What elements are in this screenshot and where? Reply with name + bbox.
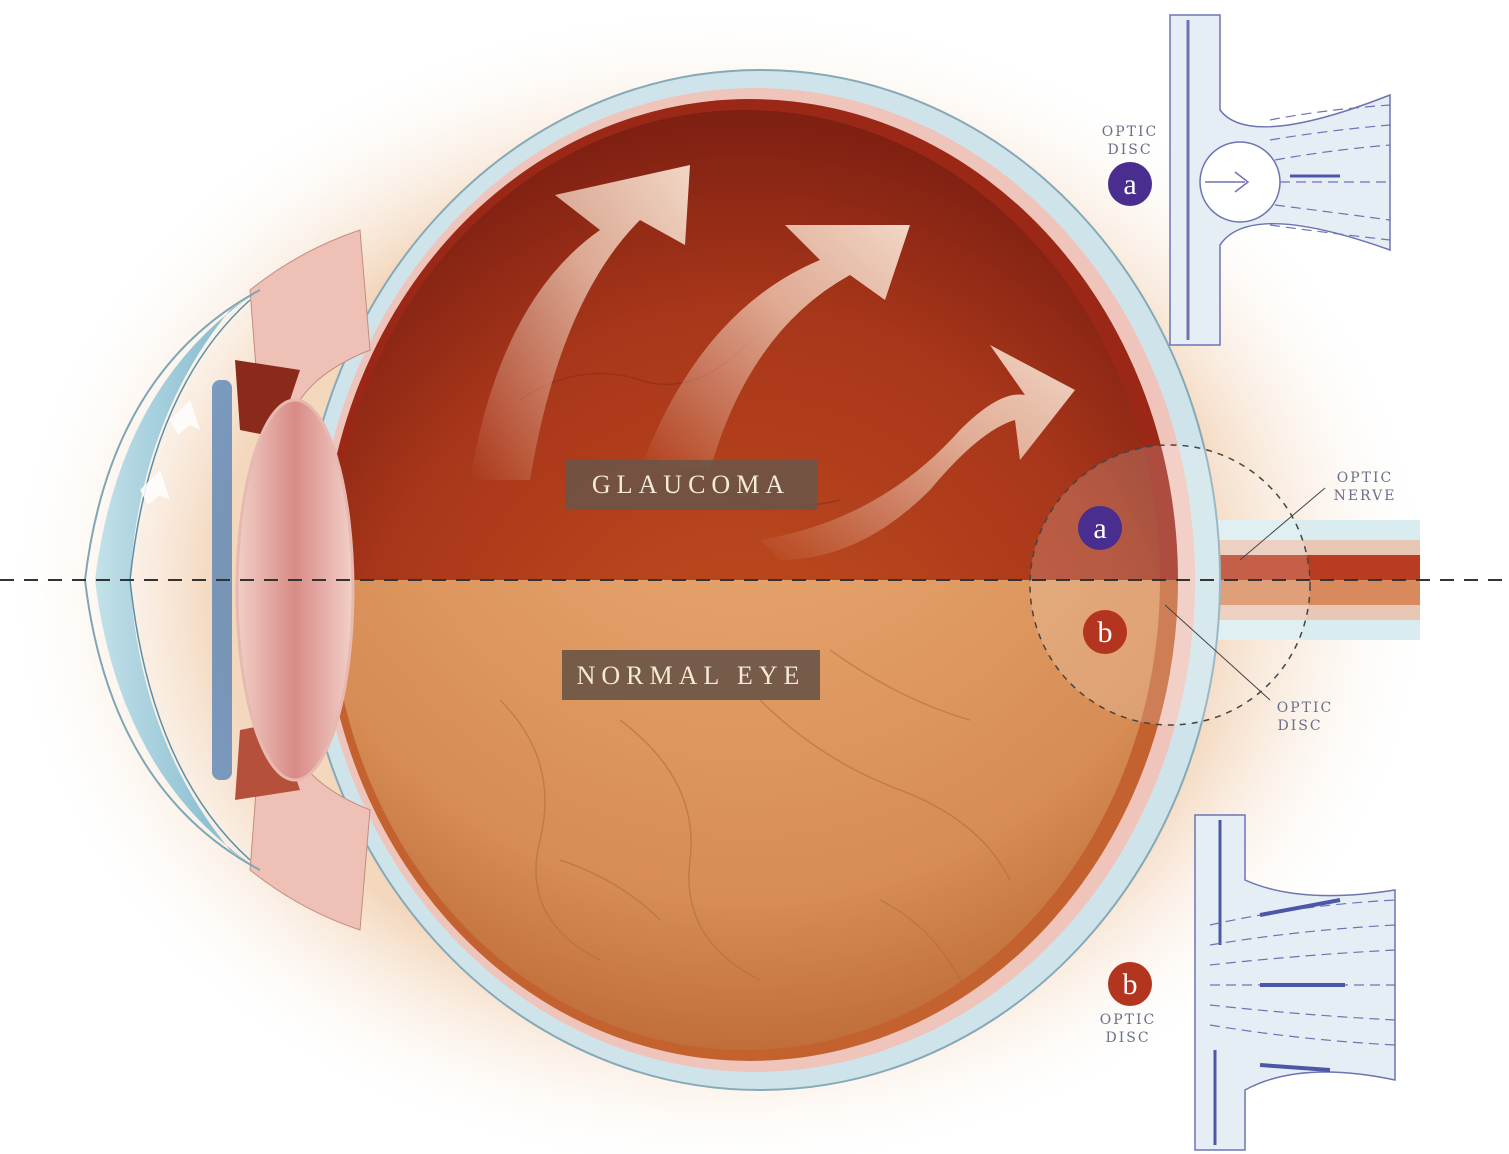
badge-b-eye: b: [1083, 610, 1127, 654]
optic-disc-magnifier: [1030, 445, 1310, 725]
badge-a-inset: a: [1108, 162, 1152, 206]
svg-text:a: a: [1123, 168, 1136, 201]
optic-disc-b-label-1: OPTIC: [1100, 1012, 1156, 1028]
optic-disc-b-label-2: DISC: [1105, 1030, 1150, 1046]
badge-a-eye: a: [1078, 506, 1122, 550]
svg-text:b: b: [1123, 968, 1138, 1001]
lens: [237, 400, 353, 780]
svg-text:b: b: [1098, 616, 1113, 649]
normal-eye-label: NORMAL EYE: [577, 661, 806, 690]
optic-disc-mid-label-2: DISC: [1277, 718, 1322, 734]
optic-disc-a-label-2: DISC: [1107, 142, 1152, 158]
glaucoma-tag: GLAUCOMA: [565, 460, 817, 510]
normal-eye-tag: NORMAL EYE: [562, 650, 820, 700]
glaucoma-label: GLAUCOMA: [592, 470, 790, 499]
optic-disc-a-label-1: OPTIC: [1102, 124, 1158, 140]
svg-text:a: a: [1093, 512, 1106, 545]
optic-nerve-label-2: NERVE: [1334, 488, 1397, 504]
optic-disc-mid-label-1: OPTIC: [1277, 700, 1333, 716]
badge-b-inset: b: [1108, 962, 1152, 1006]
optic-nerve-label-1: OPTIC: [1337, 470, 1393, 486]
